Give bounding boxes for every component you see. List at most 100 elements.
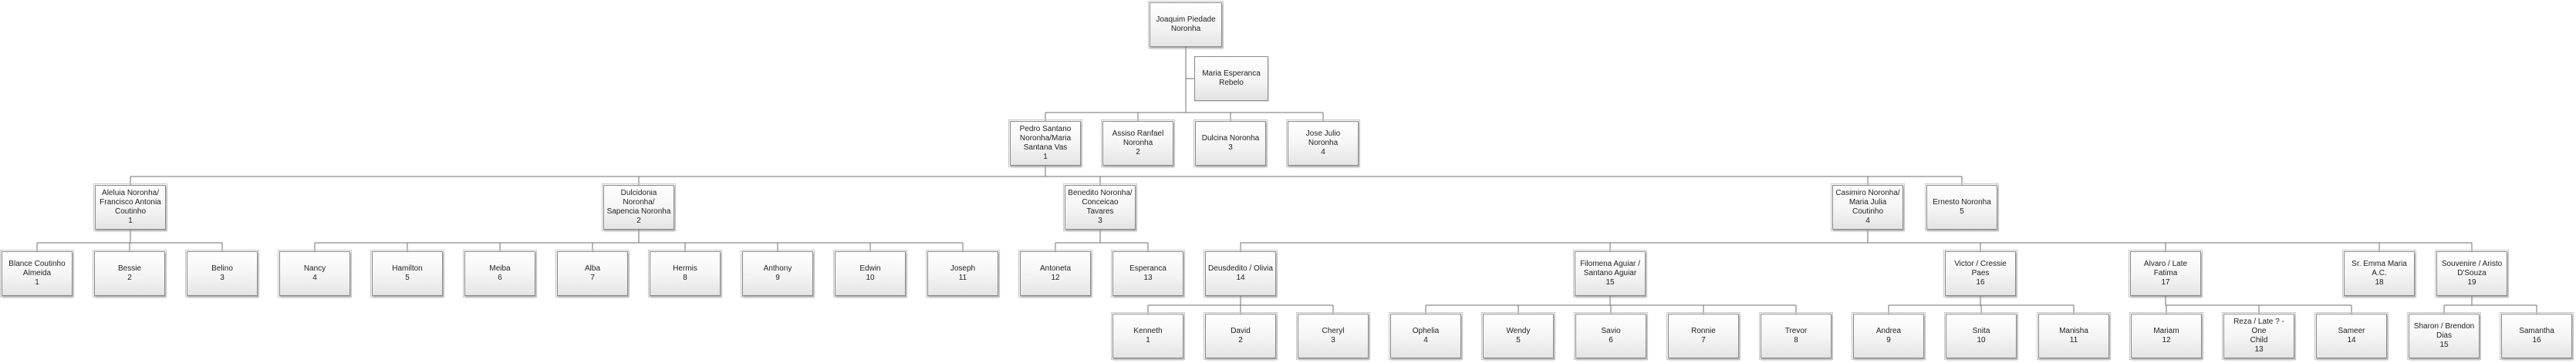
- person-name: Trevor: [1784, 327, 1808, 335]
- person-number: 11: [2069, 336, 2078, 345]
- person-number: 8: [1794, 336, 1798, 345]
- person-number: 16: [1976, 278, 1985, 287]
- person-node-sr-emma-maria-a-c[interactable]: Sr. Emma Maria A.C.18: [2342, 250, 2416, 297]
- person-number: 2: [636, 217, 641, 225]
- person-name: Maria Esperanca Rebelo: [1202, 69, 1261, 87]
- person-node-aleluia-noronha-francisco-antonia-coutinho[interactable]: Aleluia Noronha/ Francisco Antonia Couti…: [93, 183, 167, 231]
- person-number: 8: [683, 274, 687, 282]
- person-number: 19: [2467, 278, 2476, 287]
- person-name: Dulcina Noronha: [1201, 134, 1260, 143]
- person-number: 15: [2439, 341, 2449, 349]
- person-name: Manisha: [2059, 327, 2088, 335]
- person-number: 9: [775, 274, 780, 282]
- person-number: 3: [1331, 336, 1335, 345]
- person-name: Andrea: [1875, 327, 1902, 335]
- person-name: Deusdedito / Olivia: [1208, 264, 1273, 273]
- person-name: Hamilton: [392, 264, 423, 273]
- person-number: 4: [312, 274, 317, 282]
- person-name: Belino: [211, 264, 233, 273]
- person-name: David: [1231, 327, 1251, 335]
- person-number: 3: [1098, 217, 1102, 225]
- person-node-maria-esperanca-rebelo[interactable]: Maria Esperanca Rebelo: [1194, 56, 1268, 101]
- person-number: 2: [1136, 148, 1140, 156]
- person-number: 9: [1886, 336, 1891, 345]
- person-name: Cheryl: [1322, 327, 1345, 335]
- person-number: 14: [2347, 336, 2356, 345]
- person-number: 15: [1605, 278, 1615, 287]
- person-name: Ronnie: [1691, 327, 1716, 335]
- person-name: Nancy: [303, 264, 326, 273]
- person-name: Souvenire / Aristo D'Souza: [2441, 260, 2503, 277]
- person-name: Ophelia: [1412, 327, 1440, 335]
- person-number: 2: [1238, 336, 1243, 345]
- person-name: Assiso Ranfael Noronha: [1112, 129, 1164, 147]
- person-name: Joaquim Piedade Noronha: [1156, 15, 1216, 33]
- person-name: Sr. Emma Maria A.C.: [2351, 260, 2407, 277]
- person-name: Alvaro / Late Fatima: [2143, 260, 2188, 277]
- person-number: 1: [1043, 153, 1048, 161]
- person-name: Joseph: [950, 264, 976, 273]
- person-name: Jose Julio Noronha: [1305, 129, 1341, 147]
- person-number: 14: [1236, 274, 1245, 282]
- person-name: Benedito Noronha/ Conceicao Tavares: [1068, 189, 1133, 216]
- person-name: Reza / Late ? - One Child: [2233, 318, 2284, 345]
- person-name: Filomena Aguiar / Santano Aguiar: [1580, 260, 1640, 277]
- person-name: Casimiro Noronha/ Maria Julia Coutinho: [1835, 189, 1900, 216]
- person-number: 1: [1146, 336, 1150, 345]
- person-name: Ernesto Noronha: [1933, 198, 1991, 207]
- person-number: 1: [128, 217, 133, 225]
- person-number: 6: [1609, 336, 1613, 345]
- person-number: 13: [2254, 345, 2264, 354]
- person-number: 4: [1865, 217, 1870, 225]
- person-name: Pedro Santano Noronha/Maria Santana Vas: [1019, 125, 1072, 152]
- person-number: 5: [1960, 207, 1964, 216]
- person-number: 10: [1977, 336, 1986, 345]
- person-name: Dulcidonia Noronha/ Sapencia Noronha: [606, 189, 671, 216]
- person-number: 17: [2161, 278, 2170, 287]
- person-node-joaquim-piedade-noronha[interactable]: Joaquim Piedade Noronha: [1148, 1, 1224, 49]
